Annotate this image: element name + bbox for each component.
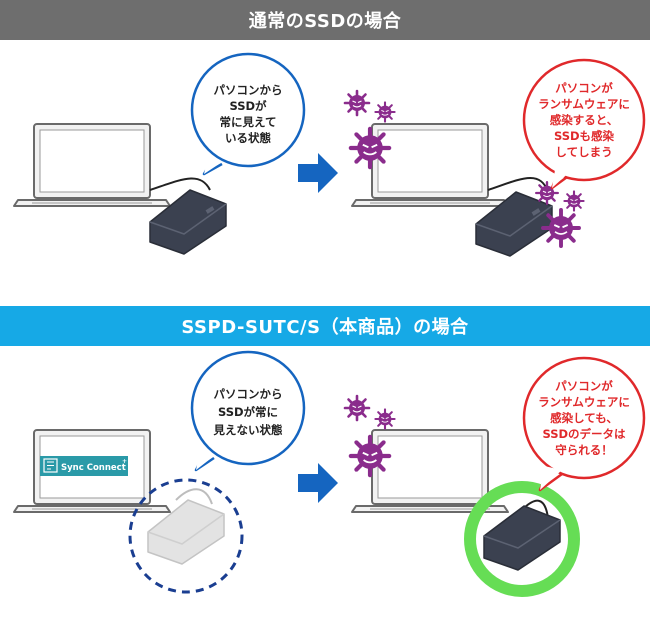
bubble-left-line-3: 見えない状態: [213, 423, 283, 437]
virus-icon: [374, 101, 396, 123]
virus-icon: [351, 437, 389, 475]
laptop-icon: [13, 123, 171, 207]
sync-connect-logo-icon: [43, 458, 58, 473]
bubble-left-line-4: いる状態: [225, 131, 271, 145]
bubble-right-line-4: SSDも感染: [554, 129, 615, 143]
virus-icon: [563, 190, 585, 212]
bubble-right-line-3: 感染しても、: [550, 411, 618, 425]
sync-connect-label: Sync Connect: [61, 463, 126, 473]
arrow-right-icon: [298, 153, 338, 193]
bubble-right-line-3: 感染すると、: [550, 113, 619, 127]
hidden-ssd-circle: [128, 478, 244, 594]
bubble-right-line-1: パソコンが: [555, 379, 613, 393]
scene-normal-ssd: パソコンから SSDが 常に見えて いる状態 パソコンが ランサムウェアに 感染…: [0, 40, 650, 306]
scene-product: Sync Connect + パソコンから SSDが常に 見えない状態: [0, 346, 650, 621]
virus-icon: [541, 208, 581, 248]
protected-ssd-ring: [464, 481, 580, 597]
ssd-icon: [147, 499, 225, 565]
bubble-left-line-2: SSDが常に: [218, 405, 278, 419]
ssd-icon: [483, 505, 561, 571]
arrow-right-icon: [298, 463, 338, 503]
bubble-right-line-5: 守られる！: [555, 443, 613, 457]
speech-bubble-right: パソコンが ランサムウェアに 感染すると、 SSDも感染 してしまう: [522, 58, 646, 190]
speech-bubble-left: パソコンから SSDが常に 見えない状態: [190, 350, 306, 472]
section-title-normal-ssd: 通常のSSDの場合: [0, 0, 650, 40]
laptop-icon: [351, 123, 509, 207]
svg-text:+: +: [122, 458, 127, 465]
bubble-left-line-1: パソコンから: [214, 83, 283, 97]
virus-icon: [374, 408, 396, 430]
bubble-left-line-2: SSDが: [229, 99, 267, 113]
speech-bubble-left: パソコンから SSDが 常に見えて いる状態: [190, 52, 306, 176]
bubble-right-line-4: SSDのデータは: [542, 427, 626, 441]
virus-icon: [351, 129, 389, 167]
bubble-right-line-1: パソコンが: [555, 81, 613, 95]
bubble-right-line-2: ランサムウェアに: [538, 97, 630, 111]
bubble-left-line-1: パソコンから: [214, 387, 283, 401]
sync-connect-screen: Sync Connect +: [40, 456, 128, 476]
bubble-right-line-5: してしまう: [555, 145, 612, 159]
speech-bubble-right: パソコンが ランサムウェアに 感染しても、 SSDのデータは 守られる！: [522, 356, 646, 492]
bubble-right-line-2: ランサムウェアに: [538, 395, 630, 409]
virus-icon: [343, 89, 371, 117]
bubble-left-line-3: 常に見えて: [220, 115, 277, 129]
section-title-product: SSPD-SUTC/S（本商品）の場合: [0, 306, 650, 346]
virus-icon: [343, 394, 371, 422]
